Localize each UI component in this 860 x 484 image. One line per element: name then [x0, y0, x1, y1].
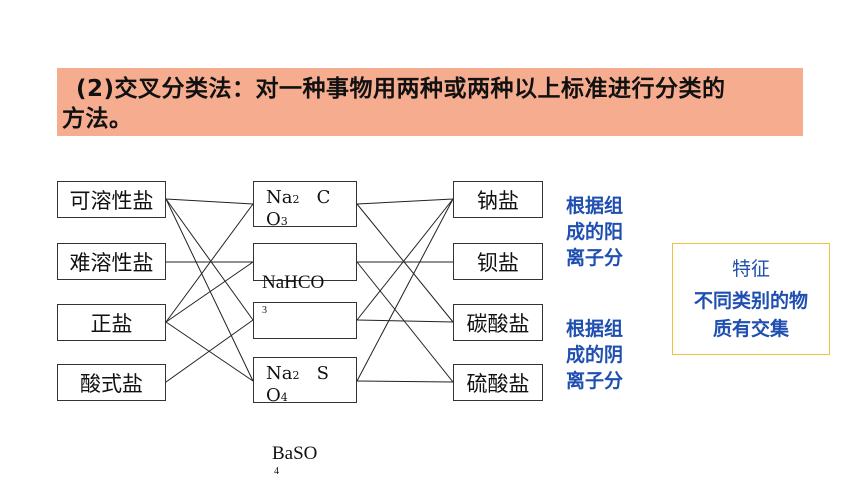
na2so4-o: O	[266, 385, 281, 406]
feature-box: 特征 不同类别的物 质有交集	[672, 243, 830, 355]
note-cation: 根据组 成的阳 离子分	[566, 193, 623, 271]
header-banner	[57, 68, 803, 136]
link-normal-baso4	[165, 261, 254, 323]
link-na2co3-sodium	[356, 198, 454, 205]
box-sodium-sulfate: Na2 S O4	[253, 357, 357, 406]
link-acid-nahco3	[165, 319, 254, 383]
box-carbonate-salt: 碳酸盐	[453, 304, 543, 341]
nahco3-subscript: 3	[262, 305, 267, 316]
feature-desc-line-2: 质有交集	[712, 318, 789, 340]
box-sodium-salt: 钠盐	[453, 181, 543, 218]
note-cation-line-3: 离子分	[566, 247, 624, 269]
na2co3-na: Na	[266, 187, 293, 208]
link-nahco3-carbonate	[356, 319, 454, 323]
baso4-subscript: 4	[274, 466, 279, 477]
box-normal-salt: 正盐	[57, 304, 166, 341]
link-soluble-na2co3	[165, 198, 254, 205]
na2co3-c: C	[316, 187, 331, 208]
link-na2co3-carbonate	[356, 203, 454, 323]
note-anion-line-3: 离子分	[566, 370, 624, 392]
na2so4-s: S	[316, 363, 329, 384]
link-normal-na2co3	[165, 203, 254, 323]
box-sulfate-salt: 硫酸盐	[453, 364, 543, 401]
baso4-text: BaSO	[272, 443, 318, 464]
link-nahco3-sodium	[356, 198, 454, 321]
note-anion-line-2: 成的阴	[566, 344, 624, 366]
link-soluble-nahco3	[165, 198, 254, 321]
na2co3-sub2: 2	[292, 193, 300, 206]
link-na2so4-sulfate	[356, 380, 454, 383]
header-line-2: 方法。	[62, 106, 133, 132]
box-acid-salt: 酸式盐	[57, 364, 166, 401]
header-line-1: (2)交叉分类法：对一种事物用两种或两种以上标准进行分类的	[76, 76, 726, 102]
na2so4-sub2: 2	[292, 369, 300, 382]
box-sodium-bicarbonate-slot	[253, 302, 357, 339]
box-barium-salt: 钡盐	[453, 243, 543, 280]
na2co3-sub3: 3	[280, 215, 288, 228]
nahco3-text: NaHCO	[262, 272, 325, 293]
note-anion: 根据组 成的阴 离子分	[566, 316, 623, 394]
na2so4-na: Na	[266, 363, 293, 384]
note-anion-line-1: 根据组	[566, 318, 624, 340]
link-soluble-na2so4	[165, 198, 254, 382]
feature-desc-line-1: 不同类别的物	[693, 290, 808, 312]
note-cation-line-2: 成的阳	[566, 221, 624, 243]
box-sodium-carbonate: Na2 C O3	[253, 181, 357, 230]
note-cation-line-1: 根据组	[566, 195, 624, 217]
link-baso4-sulfate	[356, 261, 454, 383]
link-na2so4-sodium	[356, 198, 454, 382]
box-barium-sulfate-slot	[253, 243, 357, 281]
na2so4-sub4: 4	[280, 391, 288, 404]
feature-title: 特征	[731, 258, 770, 280]
header-title: (2)交叉分类法：对一种事物用两种或两种以上标准进行分类的 方法。	[62, 74, 802, 134]
nahco3-label: NaHCO	[262, 272, 324, 294]
na2co3-o: O	[266, 209, 281, 230]
box-soluble-salt: 可溶性盐	[57, 181, 166, 218]
box-insoluble-salt: 难溶性盐	[57, 243, 166, 280]
baso4-label: BaSO	[272, 443, 317, 465]
